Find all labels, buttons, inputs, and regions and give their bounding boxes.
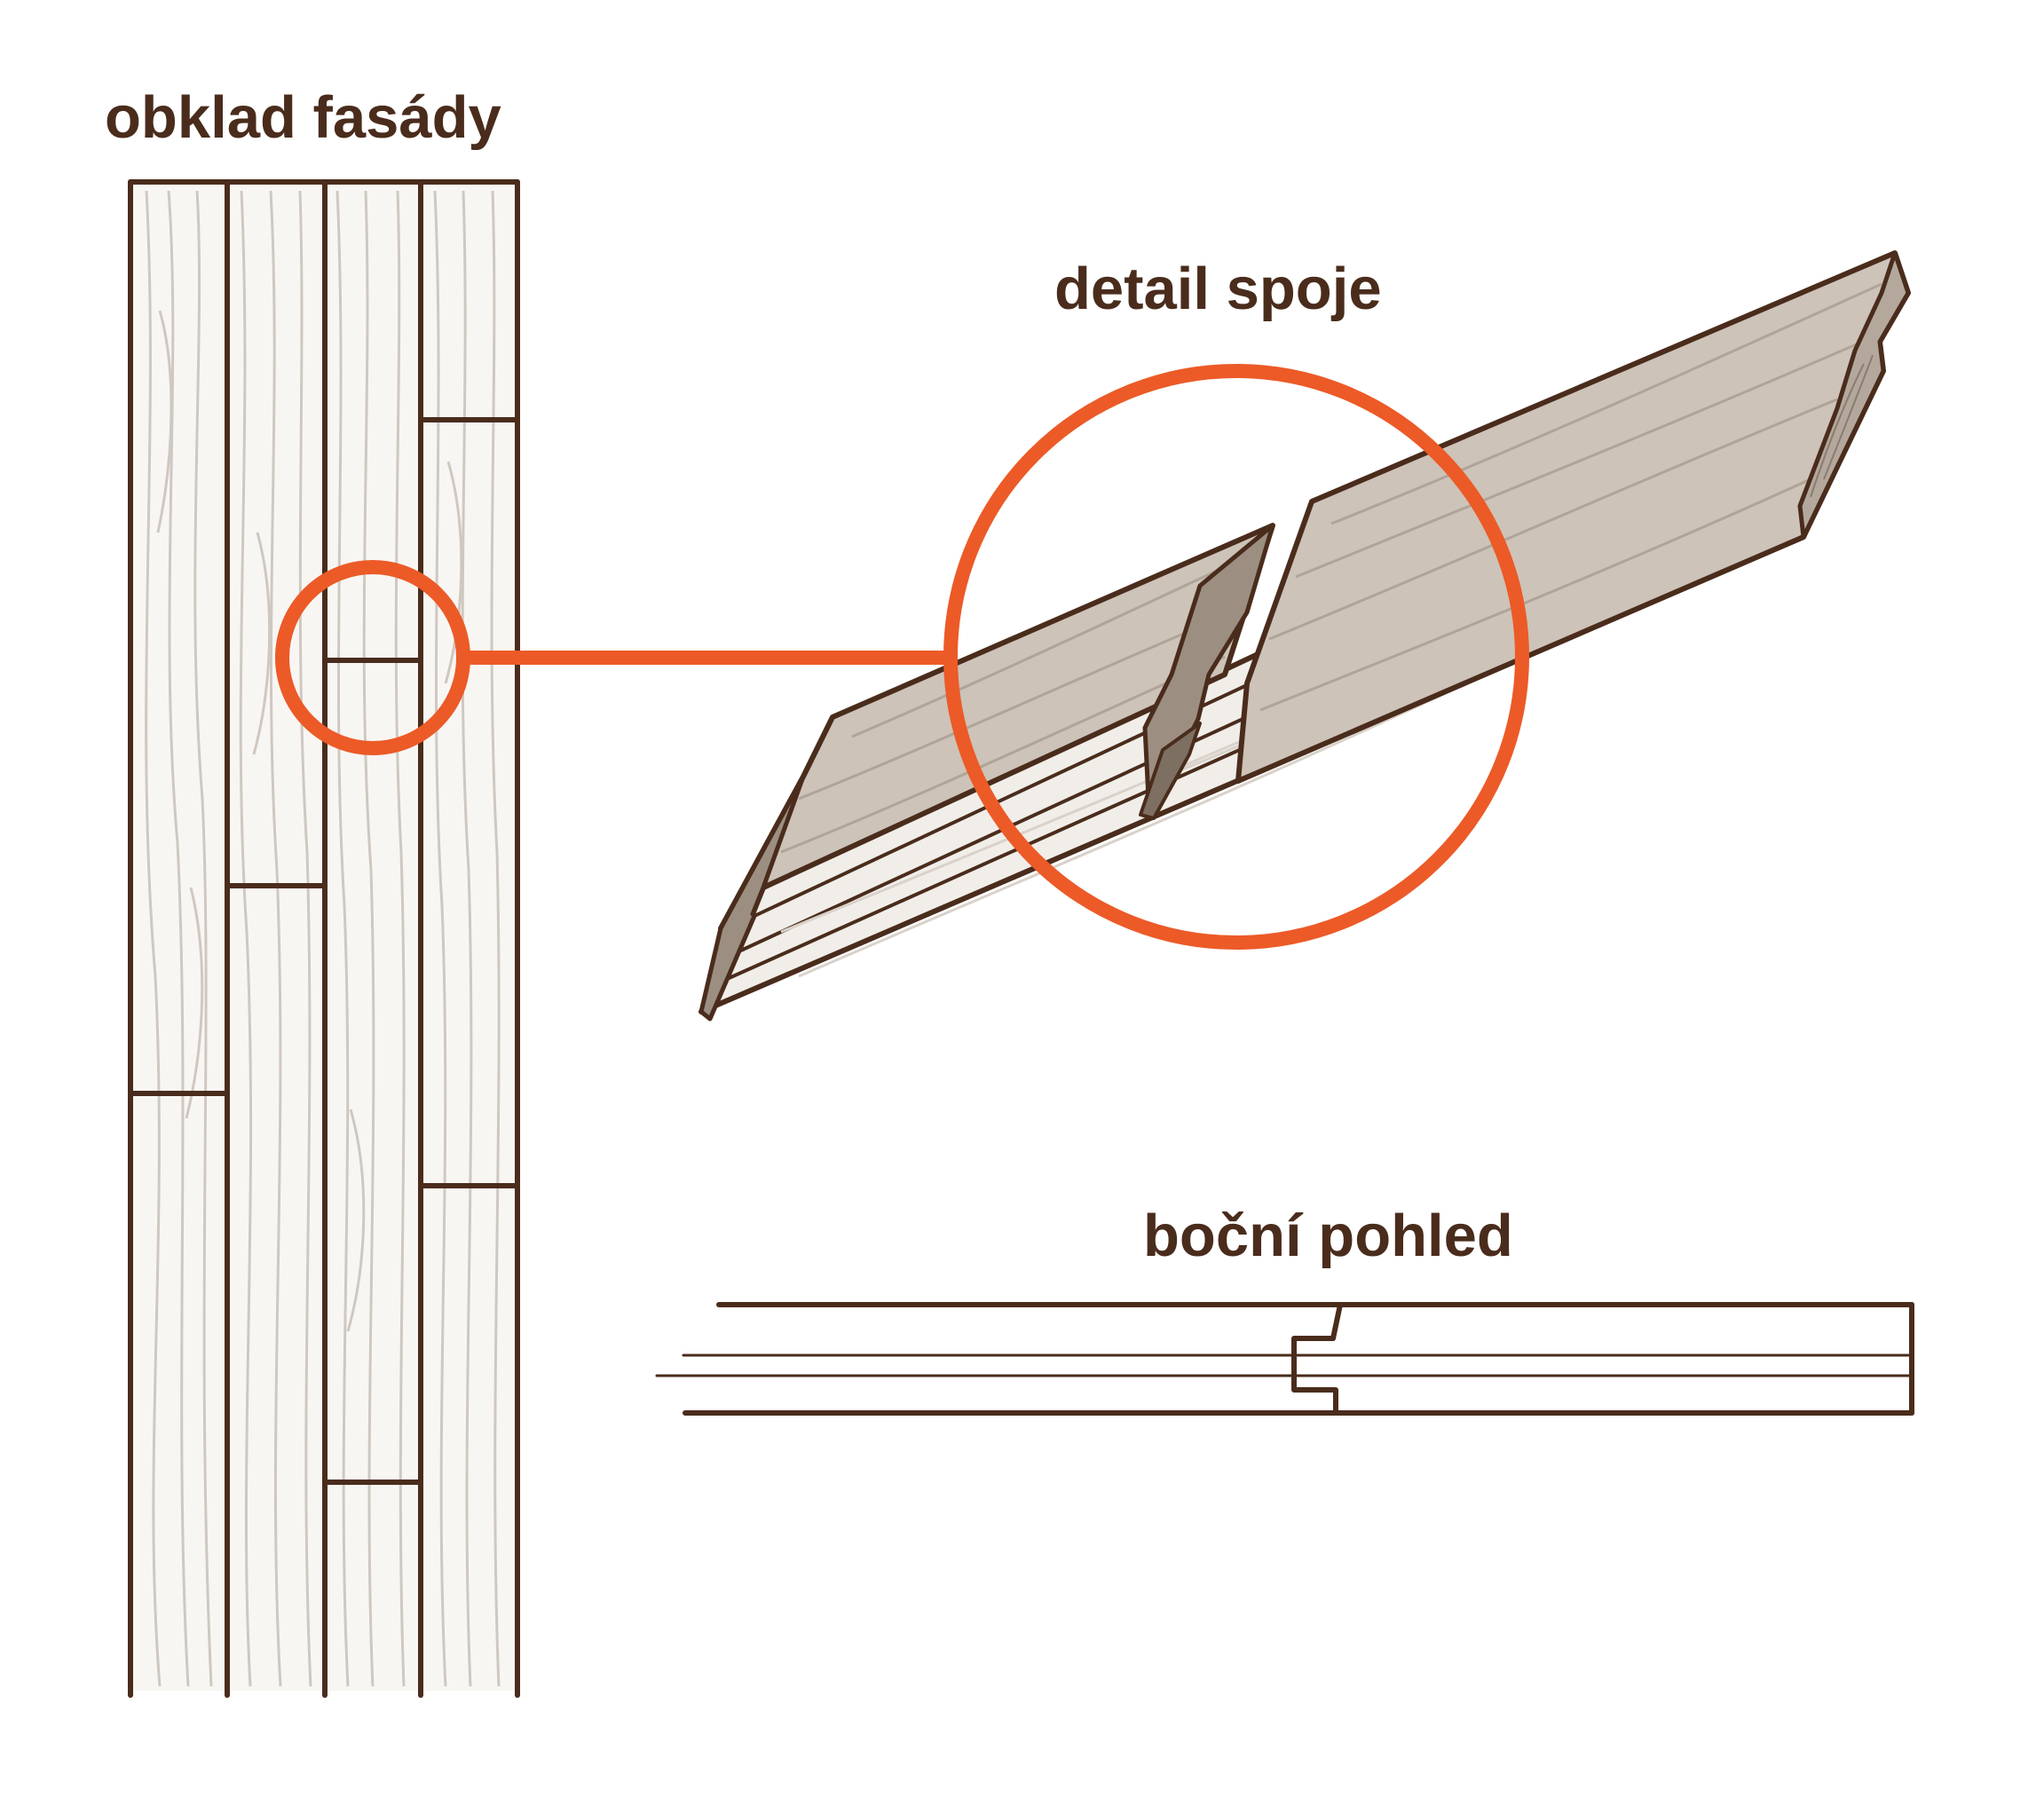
facade-background bbox=[129, 182, 515, 1691]
end-grain-rings bbox=[1810, 354, 1874, 498]
joint-detail-circle bbox=[943, 364, 1529, 950]
facade-wood-grain bbox=[145, 190, 501, 1687]
facade-cladding bbox=[128, 179, 520, 1698]
joint-detail-title: detail spoje bbox=[1054, 256, 1382, 322]
joint-detail-boards bbox=[698, 250, 1911, 1022]
board-top-grain bbox=[780, 282, 1882, 854]
board-end-grain bbox=[1797, 250, 1911, 540]
facade-title: obklad fasády bbox=[105, 84, 501, 151]
side-view-title: boční pohled bbox=[1143, 1203, 1513, 1269]
side-view-profile bbox=[655, 1302, 1914, 1416]
facade-board-lines bbox=[128, 179, 520, 1698]
board-left-end bbox=[698, 774, 806, 1022]
joint-tongue-lower bbox=[1139, 722, 1202, 820]
side-view-joint bbox=[1291, 1302, 1343, 1416]
